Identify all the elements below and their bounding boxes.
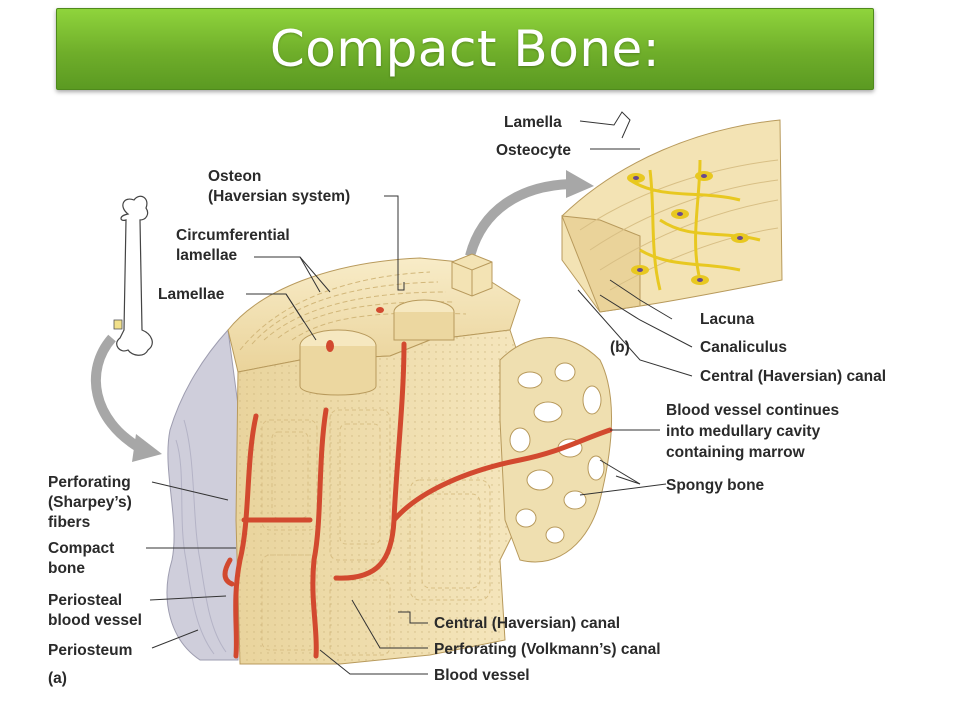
label-haversian-system: (Haversian system): [208, 188, 350, 205]
label-sharpeys: (Sharpey’s): [48, 494, 132, 511]
osteon-cylinders: [299, 299, 455, 396]
blood-vessels: [222, 341, 613, 659]
label-spongy-bone: Spongy bone: [666, 477, 765, 494]
label-periosteum: Periosteum: [48, 642, 132, 659]
leader-lines: [146, 111, 693, 675]
label-periosteal: Periosteal: [48, 592, 122, 609]
label-part-b: (b): [610, 339, 630, 356]
label-central-canal-b: Central (Haversian) canal: [700, 368, 886, 385]
label-compact: Compact: [48, 540, 114, 557]
label-lacuna: Lacuna: [700, 311, 755, 328]
label-containing-marrow: containing marrow: [666, 444, 806, 461]
label-lamella: Lamella: [504, 114, 562, 131]
periosteum-sheet: [166, 328, 241, 661]
label-blood-vessel-continues: Blood vessel continues: [666, 402, 839, 419]
label-circumferential: Circumferential: [176, 227, 290, 244]
osteon-detail: [561, 119, 783, 313]
label-blood-vessel: Blood vessel: [434, 667, 530, 684]
label-volkmanns-canal: Perforating (Volkmann’s) canal: [434, 641, 661, 658]
label-lamellae: Lamellae: [158, 286, 225, 303]
label-osteon: Osteon: [208, 168, 261, 185]
arrow-to-block: [90, 334, 143, 453]
title-banner: Compact Bone:: [56, 8, 874, 90]
label-circumferential-lamellae: lamellae: [176, 247, 238, 264]
label-compact-bone: bone: [48, 560, 85, 577]
label-part-a: (a): [48, 670, 67, 687]
arrow-to-detail: [465, 179, 571, 258]
label-canaliculus: Canaliculus: [700, 339, 787, 356]
spongy-bone: [499, 337, 612, 563]
long-bone-icon: [113, 195, 153, 356]
section-marker: [113, 319, 123, 330]
label-fibers: fibers: [48, 514, 90, 531]
label-medullary-cavity: into medullary cavity: [666, 423, 821, 440]
label-osteocyte: Osteocyte: [496, 142, 571, 159]
label-periosteal-blood-vessel: blood vessel: [48, 612, 142, 629]
label-perforating: Perforating: [48, 474, 131, 491]
label-central-canal-a: Central (Haversian) canal: [434, 615, 620, 632]
slide-title: Compact Bone:: [269, 20, 661, 78]
detail-cube: [451, 253, 493, 297]
